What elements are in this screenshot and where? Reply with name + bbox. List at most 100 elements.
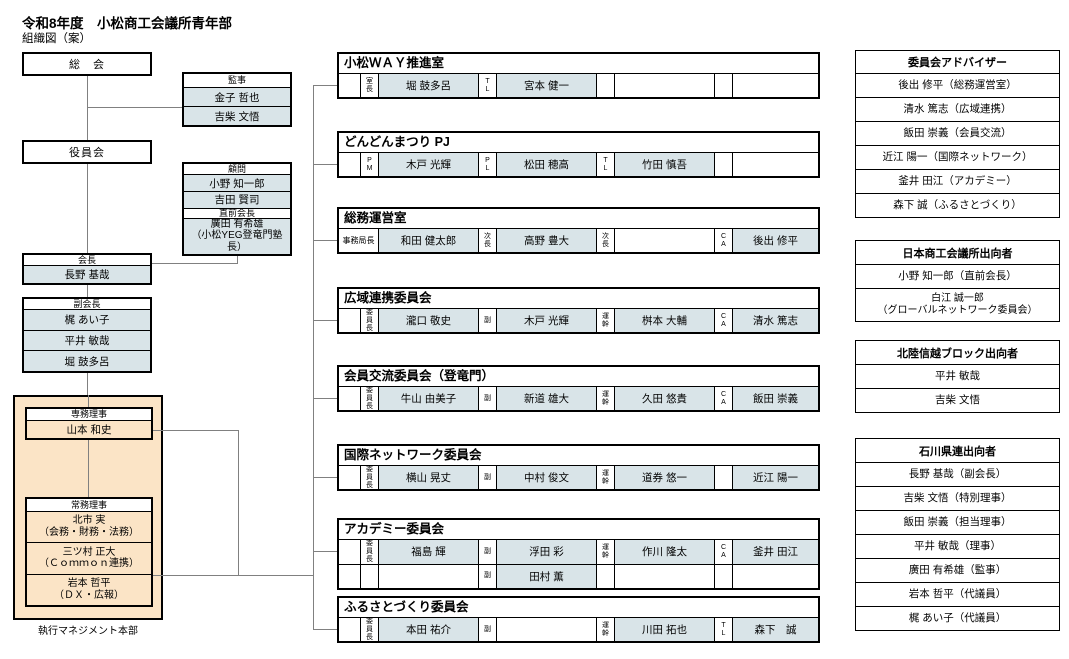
president-header: 会長 [24,255,150,266]
connector-chokuzen-h [152,263,238,264]
committee-title: どんどんまつり PJ [339,133,818,153]
connector-stub-5 [313,398,337,399]
name-cell [379,564,479,588]
auditor-member: 金子 哲也 [184,88,290,107]
name-cell [615,229,715,252]
connector-senmu-v [238,430,239,576]
side-box-member: 森下 誠（ふるさとづくり） [893,199,1022,212]
connector-stub-1 [313,85,337,86]
role-cell: 副 [479,564,497,588]
vice-presidents-header: 副会長 [24,299,150,310]
side-box-member: 長野 基哉（副会長） [856,463,1059,487]
connector-chokuzen-v [237,256,238,264]
role-cell: 副 [479,618,497,642]
advisor-member: 小野 知一郎 [184,175,290,192]
executive-director-name: 山本 和史 [27,421,151,438]
name-cell: 釜井 田江 [733,540,818,564]
managing-director: 岩本 哲平 （ＤＸ・広報） [27,574,151,605]
role-cell: 委 員 長 [361,618,379,642]
managing-director-role: （Ｃｏｍｍｏｎ連携） [39,558,139,570]
connector-exec-top [88,395,89,407]
managing-director-role: （会務・財務・法務） [39,527,139,539]
name-cell: 久田 悠貴 [615,387,715,411]
name-cell: 作川 隆太 [615,540,715,564]
committee-title: アカデミー委員会 [339,520,818,540]
page-subtitle: 組織図（案） [22,33,91,45]
name-cell: 清水 篤志 [733,309,818,333]
committee-regional-cooperation: 広域連携委員会 委 員 長 瀧口 敬史 副 木戸 光輝 運 幹 桝本 大輔 C … [337,287,820,334]
role-cell: C A [715,229,733,252]
row-lead-cell [339,618,361,642]
name-cell: 川田 拓也 [615,618,715,642]
managing-director: 三ツ村 正大 （Ｃｏｍｍｏｎ連携） [27,543,151,575]
role-cell: C A [715,387,733,411]
row-lead-cell [339,387,361,411]
row-lead-cell [339,153,361,176]
role-cell [361,564,379,588]
role-cell: 副 [479,309,497,333]
role-cell [597,74,615,97]
vice-president: 平井 敏哉 [24,330,150,352]
box-president: 会長 長野 基哉 [22,253,152,285]
name-cell [733,74,818,97]
role-cell: T L [715,618,733,642]
role-cell: 運 幹 [597,540,615,564]
vice-president: 堀 鼓多呂 [24,351,150,372]
row-lead-cell [339,540,361,564]
side-box-member: 釜井 田江（アカデミー） [856,170,1059,194]
immediate-past-president-header: 直前会長 [184,208,290,219]
name-cell [615,74,715,97]
managing-directors-header: 常務理事 [27,499,151,512]
side-box-header: 日本商工会議所出向者 [856,241,1059,265]
side-box-member: 梶 あい子（代議員） [908,612,1007,625]
name-cell: 高野 豊大 [497,229,597,252]
committee-title: 広域連携委員会 [339,289,818,309]
executive-director-header: 専務理事 [27,409,151,421]
box-ishikawa-delegates: 石川県連出向者 長野 基哉（副会長） 吉柴 文悟（特別理事） 飯田 崇義（担当理… [855,438,1060,631]
managing-director-name: 三ツ村 正大 [62,546,116,558]
role-cell: P M [361,153,379,176]
role-cell: C A [715,540,733,564]
role-cell: 副 [479,466,497,490]
box-committee-advisers: 委員会アドバイザー 後出 修平（総務運営室） 清水 篤志（広域連携） 飯田 崇義… [855,50,1060,218]
side-box-member: 近江 陽一（国際ネットワーク） [856,146,1059,170]
side-box-member: 廣田 有希雄（監事） [856,559,1059,583]
box-executive-director: 専務理事 山本 和史 [25,407,153,440]
side-box-header: 委員会アドバイザー [856,51,1059,74]
role-cell: C A [715,309,733,333]
role-cell: 次 長 [479,229,497,252]
role-cell [715,74,733,97]
side-box-member: 吉柴 文悟（特別理事） [856,487,1059,511]
role-cell: T L [597,153,615,176]
row-lead-cell [339,564,361,588]
name-cell: 桝本 大輔 [615,309,715,333]
side-box-member: 小野 知一郎（直前会長） [856,265,1059,289]
box-hokuriku-shinetsu-delegates: 北陸信越ブロック出向者 平井 敏哉 吉柴 文悟 [855,340,1060,413]
role-cell [715,564,733,588]
name-cell [733,564,818,588]
row-lead-cell [339,466,361,490]
side-box-member: 平井 敏哉 [856,365,1059,389]
role-cell: 副 [479,387,497,411]
committee-academy: アカデミー委員会 委 員 長 福島 輝 副 浮田 彩 運 幹 作川 隆太 C A… [337,518,820,590]
committee-member-exchange: 会員交流委員会（登竜門） 委 員 長 牛山 由美子 副 新道 雄大 運 幹 久田… [337,365,820,412]
box-advisors: 顧問 小野 知一郎 吉田 賢司 直前会長 廣田 有希雄 （小松YEG登竜門塾長） [182,162,292,256]
connector-stub-6 [313,477,337,478]
row-lead-cell [339,309,361,333]
role-cell: 委 員 長 [361,309,379,333]
connector-jomu-h [153,575,313,576]
side-box-member: 吉柴 文悟 [935,394,980,407]
name-cell: 松田 穂高 [497,153,597,176]
role-cell: 運 幹 [597,618,615,642]
name-cell: 竹田 慎吾 [615,153,715,176]
connector-stub-7 [313,551,337,552]
row-lead-cell: 事務局長 [339,229,379,252]
managing-director-role: （ＤＸ・広報） [54,589,124,601]
immediate-past-president-name: 廣田 有希雄 [210,218,264,230]
name-cell: 浮田 彩 [497,540,597,564]
connector-senmu-h [153,430,238,431]
box-japan-cci-delegates: 日本商工会議所出向者 小野 知一郎（直前会長） 白江 誠一郎 （グローバルネット… [855,240,1060,322]
name-cell: 本田 祐介 [379,618,479,642]
side-box-member: 飯田 崇義（担当理事） [856,511,1059,535]
